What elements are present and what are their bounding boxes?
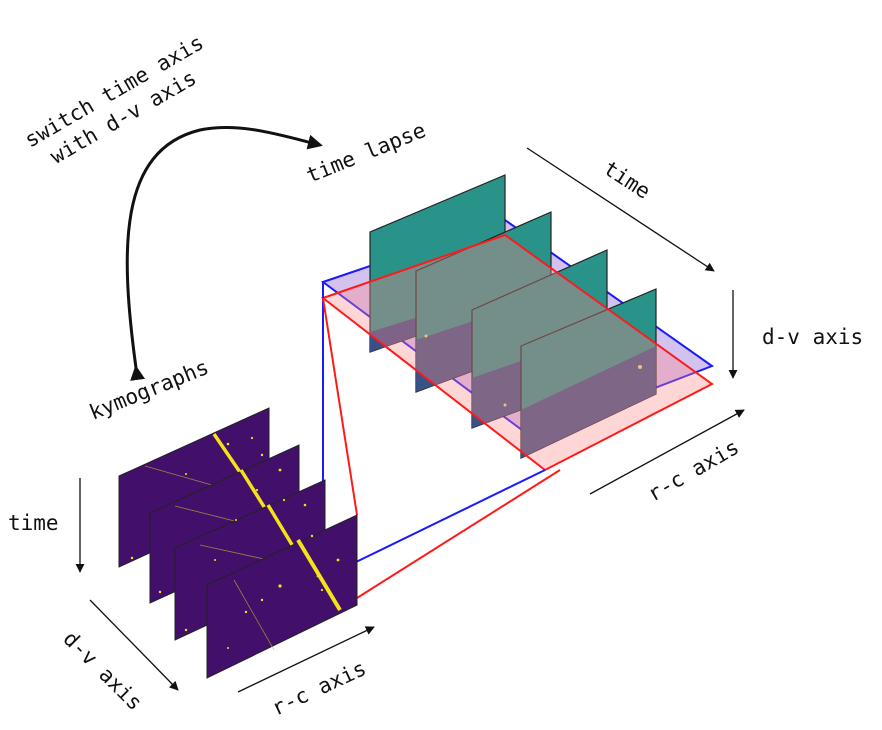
time-lapse-title: time lapse [303,118,429,188]
red-connector-bottom [356,469,561,599]
ky-time-label: time [8,511,59,535]
kymograph-speckles [130,436,340,649]
switch-curve-arrow [125,126,323,381]
tl-rc-axis-arrow [589,409,745,495]
tl-rc-label: r-c axis [644,435,744,506]
ky-rc-axis-arrow [237,626,375,693]
tl-dv-label: d-v axis [762,325,863,349]
blue-connector-bottom [355,469,546,563]
timelapse-frames [369,174,657,459]
ky-dv-axis-arrow [89,599,179,691]
kymograph-frame-4 [206,514,358,679]
kymographs-title: kymographs [86,355,212,425]
red-connector [322,297,358,516]
kymograph-frames [118,407,358,679]
timelapse-frame-4 [424,288,657,459]
ky-dv-label: d-v axis [58,627,146,715]
tl-time-label: time [599,156,654,204]
tl-time-axis-arrow [526,147,715,272]
red-slice-front [320,233,714,472]
ky-rc-label: r-c axis [268,656,370,721]
